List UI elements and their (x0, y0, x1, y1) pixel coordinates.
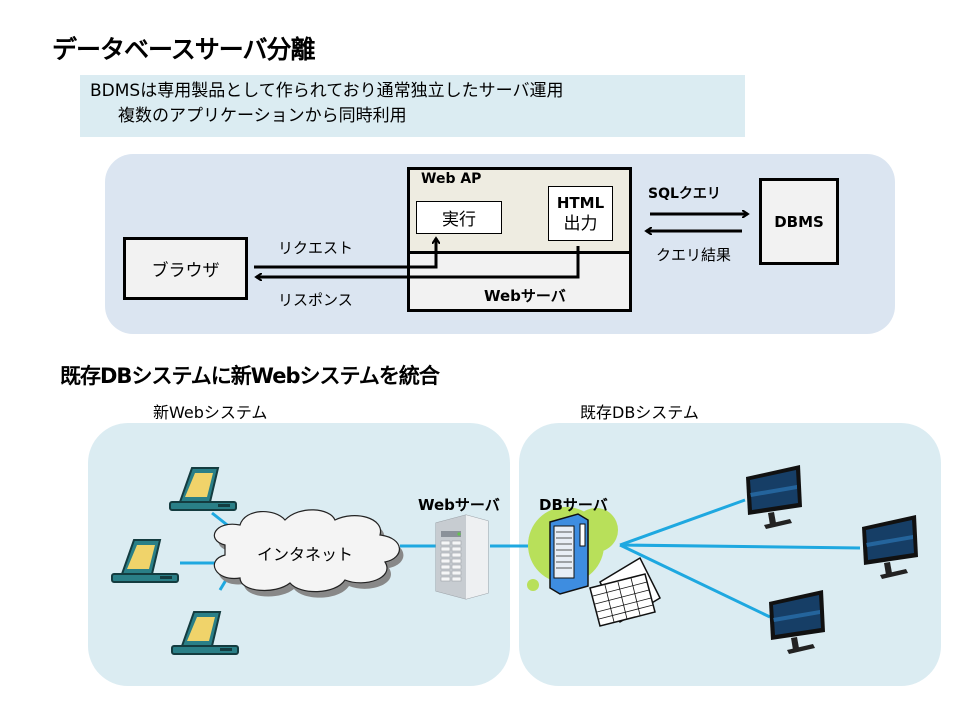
web-server-caption: Webサーバ (418, 496, 500, 514)
request-arrow (254, 238, 436, 269)
integration-title: 既存DBシステムに新Webシステムを統合 (60, 364, 440, 388)
network-links (180, 498, 861, 619)
data-sheets-icon (589, 556, 661, 627)
execute-box: 実行 (416, 201, 502, 234)
laptop-icon (171, 611, 239, 655)
sql-query-label: SQLクエリ (648, 186, 721, 202)
request-label: リクエスト (278, 239, 354, 257)
web-server-label: Webサーバ (484, 287, 566, 305)
browser-box: ブラウザ (123, 237, 248, 300)
monitor-icon (769, 590, 825, 654)
web-server-box (407, 251, 632, 312)
new-web-system-label: 新Webシステム (153, 403, 268, 422)
summary-note: BDMSは専用製品として作られており通常独立したサーバ運用 複数のアプリケーショ… (80, 75, 745, 137)
html-output-line-1: HTML (556, 193, 605, 212)
dbms-label: DBMS (774, 212, 824, 231)
query-result-label: クエリ結果 (656, 246, 732, 264)
slide-title: データベースサーバ分離 (52, 35, 316, 64)
response-arrow (256, 246, 580, 277)
dbms-box: DBMS (759, 178, 839, 265)
html-output-line-2: 出力 (563, 213, 598, 234)
db-server-icon (527, 507, 618, 595)
link-db-monitor1 (619, 498, 746, 547)
link-db-monitor3 (619, 543, 771, 619)
existing-db-system-label: 既存DBシステム (580, 403, 699, 422)
note-line-1: BDMSは専用製品として作られており通常独立したサーバ運用 (90, 81, 564, 101)
html-output-box: HTML 出力 (548, 186, 613, 241)
internet-cloud-icon (213, 509, 404, 598)
internet-label: インタネット (257, 545, 354, 564)
monitor-icon (746, 465, 802, 529)
response-label: リスポンス (278, 291, 353, 309)
web-server-icon (435, 514, 489, 600)
web-ap-label: Web AP (421, 171, 482, 187)
monitor-icon (862, 515, 918, 579)
browser-label: ブラウザ (151, 261, 220, 281)
link-db-monitor2 (619, 543, 861, 550)
note-line-2: 複数のアプリケーションから同時利用 (118, 106, 407, 126)
laptop-icon (111, 539, 179, 583)
execute-label: 実行 (442, 210, 476, 230)
laptop-icon (169, 467, 237, 511)
db-server-caption: DBサーバ (539, 496, 608, 514)
